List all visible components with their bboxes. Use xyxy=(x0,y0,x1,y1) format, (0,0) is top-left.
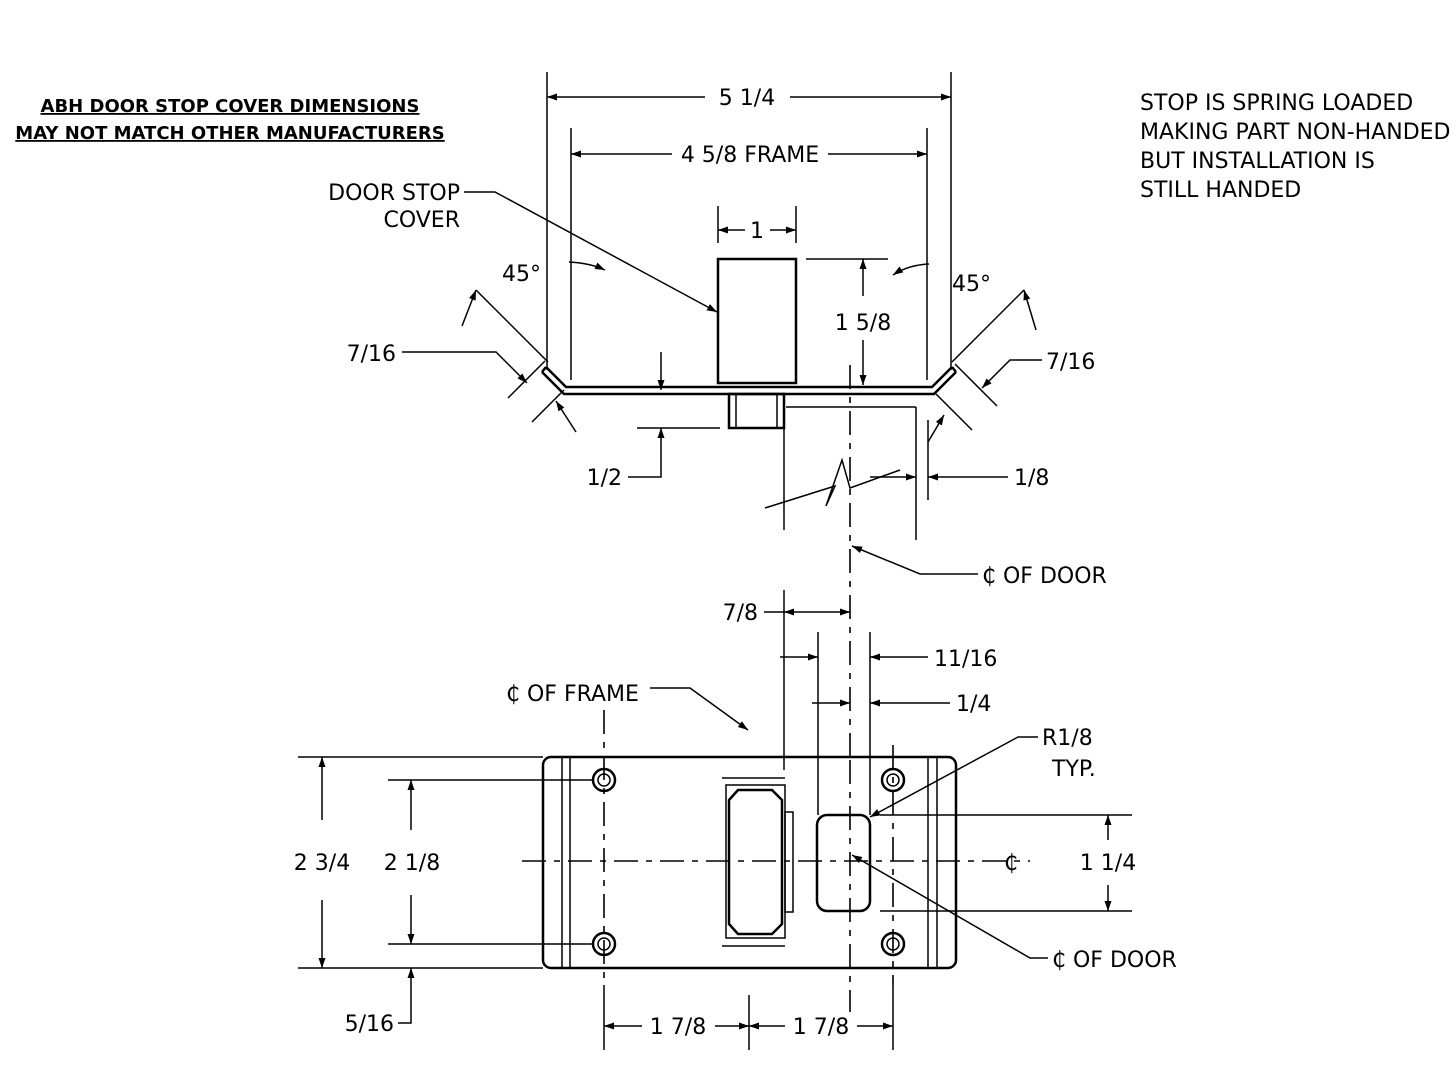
dim-eighth: 1/8 xyxy=(1014,466,1049,491)
dim-flange-right: 7/16 xyxy=(1046,350,1095,375)
label-radius-typ: TYP. xyxy=(1051,757,1096,782)
angle-right: 45° xyxy=(952,272,991,297)
label-centerline-door-top: ₵ OF DOOR xyxy=(982,564,1107,589)
top-view: 5 1/4 4 5/8 FRAME 1 1 5/8 45° 45° xyxy=(328,72,1107,760)
dim-seven-eighths: 7/8 xyxy=(723,601,758,626)
label-door-stop: DOOR STOP xyxy=(328,181,460,206)
note-spring-line1: STOP IS SPRING LOADED xyxy=(1140,91,1413,116)
label-centerline-door-bottom: ₵ OF DOOR xyxy=(1052,948,1177,973)
angle-left: 45° xyxy=(502,262,541,287)
dim-quarter: 1/4 xyxy=(956,692,991,717)
dim-half: 1/2 xyxy=(587,466,622,491)
label-centerline-symbol: ₵ xyxy=(1004,851,1018,876)
dim-frame-width: 4 5/8 FRAME xyxy=(681,143,819,168)
dim-eleven-sixteenths: 11/16 xyxy=(934,647,997,672)
note-spring-line3: BUT INSTALLATION IS xyxy=(1140,149,1375,174)
dim-height-overall: 2 3/4 xyxy=(294,851,350,876)
dim-hole-spacing-left: 1 7/8 xyxy=(650,1015,706,1040)
front-view: ₵ 2 3/4 2 1/8 5/16 1 1/4 xyxy=(294,590,1177,1050)
note-abh-line2: MAY NOT MATCH OTHER MANUFACTURERS xyxy=(15,123,444,144)
dim-bottom-offset: 5/16 xyxy=(345,1012,394,1037)
label-centerline-frame: ₵ OF FRAME xyxy=(506,682,639,707)
label-cover: COVER xyxy=(383,208,460,233)
label-radius: R1/8 xyxy=(1042,726,1093,751)
note-spring-line2: MAKING PART NON-HANDED xyxy=(1140,120,1450,145)
dim-overall-width: 5 1/4 xyxy=(719,86,775,111)
dim-height-holes: 2 1/8 xyxy=(384,851,440,876)
dim-stop-width: 1 xyxy=(750,219,764,244)
dim-flange-left: 7/16 xyxy=(347,342,396,367)
note-abh-line1: ABH DOOR STOP COVER DIMENSIONS xyxy=(41,96,420,117)
note-spring-line4: STILL HANDED xyxy=(1140,178,1301,203)
dim-slot-height: 1 1/4 xyxy=(1080,851,1136,876)
dim-hole-spacing-right: 1 7/8 xyxy=(793,1015,849,1040)
dim-stop-height: 1 5/8 xyxy=(835,311,891,336)
